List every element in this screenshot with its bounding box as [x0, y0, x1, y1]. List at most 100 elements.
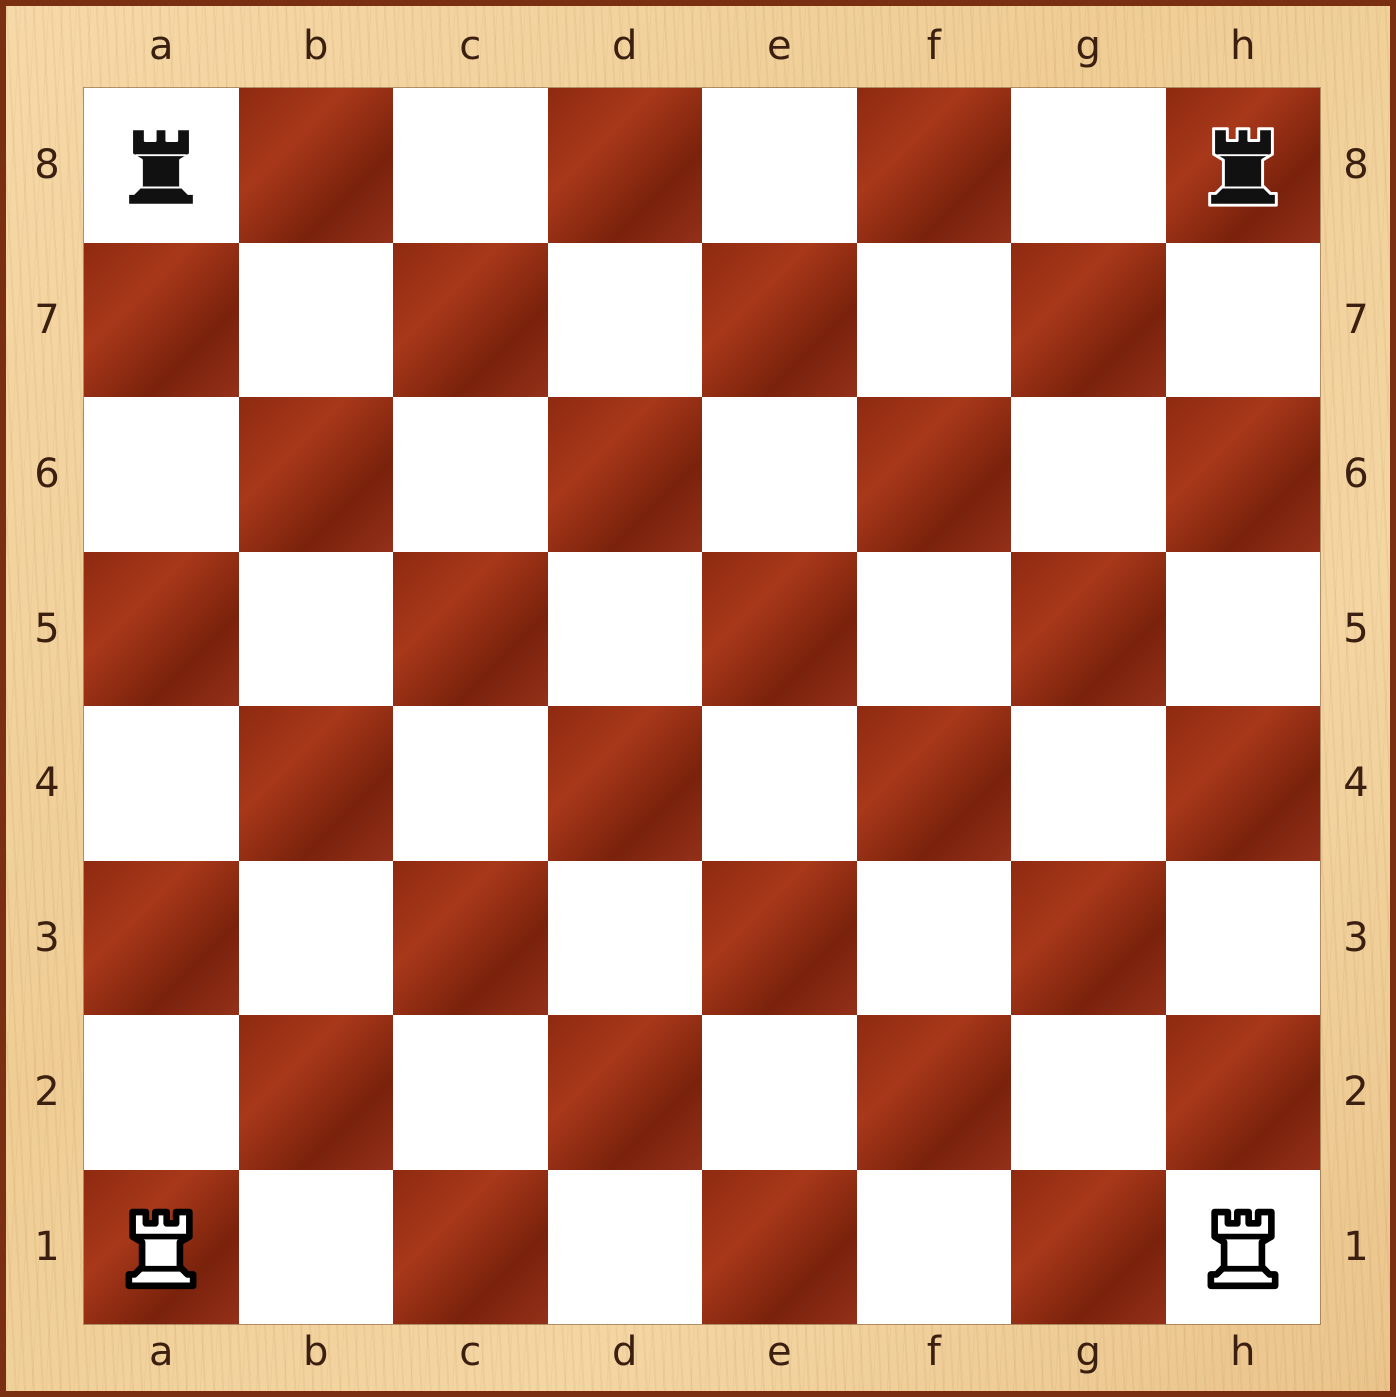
square-b5[interactable]: [239, 552, 394, 707]
square-f8[interactable]: [857, 88, 1012, 243]
square-c5[interactable]: [393, 552, 548, 707]
white-rook-icon[interactable]: [1191, 1195, 1295, 1299]
square-g3[interactable]: [1011, 861, 1166, 1016]
square-f7[interactable]: [857, 243, 1012, 398]
square-e5[interactable]: [702, 552, 857, 707]
square-c4[interactable]: [393, 706, 548, 861]
board-grid: [84, 88, 1320, 1324]
square-c2[interactable]: [393, 1015, 548, 1170]
square-a3[interactable]: [84, 861, 239, 1016]
square-b6[interactable]: [239, 397, 394, 552]
square-h8[interactable]: [1166, 88, 1321, 243]
rank-label-left-2: 2: [34, 1072, 59, 1112]
square-a7[interactable]: [84, 243, 239, 398]
file-label-top-g: g: [1076, 26, 1101, 66]
file-label-bottom-c: c: [459, 1332, 481, 1372]
file-label-top-e: e: [767, 26, 792, 66]
square-c8[interactable]: [393, 88, 548, 243]
rank-label-right-4: 4: [1343, 763, 1368, 803]
square-b1[interactable]: [239, 1170, 394, 1325]
file-label-bottom-g: g: [1076, 1332, 1101, 1372]
square-g4[interactable]: [1011, 706, 1166, 861]
square-d6[interactable]: [548, 397, 703, 552]
black-rook-icon[interactable]: [112, 111, 210, 219]
square-e3[interactable]: [702, 861, 857, 1016]
square-h1[interactable]: [1166, 1170, 1321, 1325]
file-label-top-b: b: [303, 26, 328, 66]
square-a5[interactable]: [84, 552, 239, 707]
square-d5[interactable]: [548, 552, 703, 707]
file-label-top-f: f: [927, 26, 941, 66]
square-g5[interactable]: [1011, 552, 1166, 707]
square-c3[interactable]: [393, 861, 548, 1016]
rank-label-right-7: 7: [1343, 300, 1368, 340]
square-f4[interactable]: [857, 706, 1012, 861]
file-label-bottom-d: d: [612, 1332, 637, 1372]
rank-label-left-6: 6: [34, 454, 59, 494]
rank-label-right-5: 5: [1343, 609, 1368, 649]
square-e4[interactable]: [702, 706, 857, 861]
square-d2[interactable]: [548, 1015, 703, 1170]
square-h4[interactable]: [1166, 706, 1321, 861]
square-e7[interactable]: [702, 243, 857, 398]
rank-label-right-1: 1: [1343, 1227, 1368, 1267]
file-label-bottom-b: b: [303, 1332, 328, 1372]
square-d3[interactable]: [548, 861, 703, 1016]
square-d7[interactable]: [548, 243, 703, 398]
file-label-bottom-h: h: [1230, 1332, 1255, 1372]
square-h3[interactable]: [1166, 861, 1321, 1016]
square-b4[interactable]: [239, 706, 394, 861]
square-f1[interactable]: [857, 1170, 1012, 1325]
square-e8[interactable]: [702, 88, 857, 243]
square-d1[interactable]: [548, 1170, 703, 1325]
square-a4[interactable]: [84, 706, 239, 861]
square-h6[interactable]: [1166, 397, 1321, 552]
square-g6[interactable]: [1011, 397, 1166, 552]
square-a6[interactable]: [84, 397, 239, 552]
rank-label-left-5: 5: [34, 609, 59, 649]
square-e2[interactable]: [702, 1015, 857, 1170]
square-c7[interactable]: [393, 243, 548, 398]
file-label-top-c: c: [459, 26, 481, 66]
square-g2[interactable]: [1011, 1015, 1166, 1170]
rank-label-right-2: 2: [1343, 1072, 1368, 1112]
black-rook-icon[interactable]: [1194, 111, 1292, 219]
rank-label-right-6: 6: [1343, 454, 1368, 494]
square-d8[interactable]: [548, 88, 703, 243]
square-a8[interactable]: [84, 88, 239, 243]
file-label-bottom-a: a: [149, 1332, 174, 1372]
square-e6[interactable]: [702, 397, 857, 552]
square-f5[interactable]: [857, 552, 1012, 707]
square-d4[interactable]: [548, 706, 703, 861]
square-f3[interactable]: [857, 861, 1012, 1016]
square-b7[interactable]: [239, 243, 394, 398]
square-f2[interactable]: [857, 1015, 1012, 1170]
square-h7[interactable]: [1166, 243, 1321, 398]
square-h2[interactable]: [1166, 1015, 1321, 1170]
square-g8[interactable]: [1011, 88, 1166, 243]
square-g7[interactable]: [1011, 243, 1166, 398]
square-h5[interactable]: [1166, 552, 1321, 707]
rank-label-left-4: 4: [34, 763, 59, 803]
square-c1[interactable]: [393, 1170, 548, 1325]
square-b3[interactable]: [239, 861, 394, 1016]
rank-label-left-7: 7: [34, 300, 59, 340]
rank-label-left-8: 8: [34, 145, 59, 185]
file-label-top-d: d: [612, 26, 637, 66]
square-a1[interactable]: [84, 1170, 239, 1325]
square-b2[interactable]: [239, 1015, 394, 1170]
rank-label-right-8: 8: [1343, 145, 1368, 185]
square-g1[interactable]: [1011, 1170, 1166, 1325]
file-label-bottom-f: f: [927, 1332, 941, 1372]
file-label-top-a: a: [149, 26, 174, 66]
square-b8[interactable]: [239, 88, 394, 243]
square-c6[interactable]: [393, 397, 548, 552]
square-e1[interactable]: [702, 1170, 857, 1325]
square-f6[interactable]: [857, 397, 1012, 552]
white-rook-icon[interactable]: [109, 1195, 213, 1299]
file-label-bottom-e: e: [767, 1332, 792, 1372]
rank-label-left-1: 1: [34, 1227, 59, 1267]
square-a2[interactable]: [84, 1015, 239, 1170]
rank-label-right-3: 3: [1343, 918, 1368, 958]
